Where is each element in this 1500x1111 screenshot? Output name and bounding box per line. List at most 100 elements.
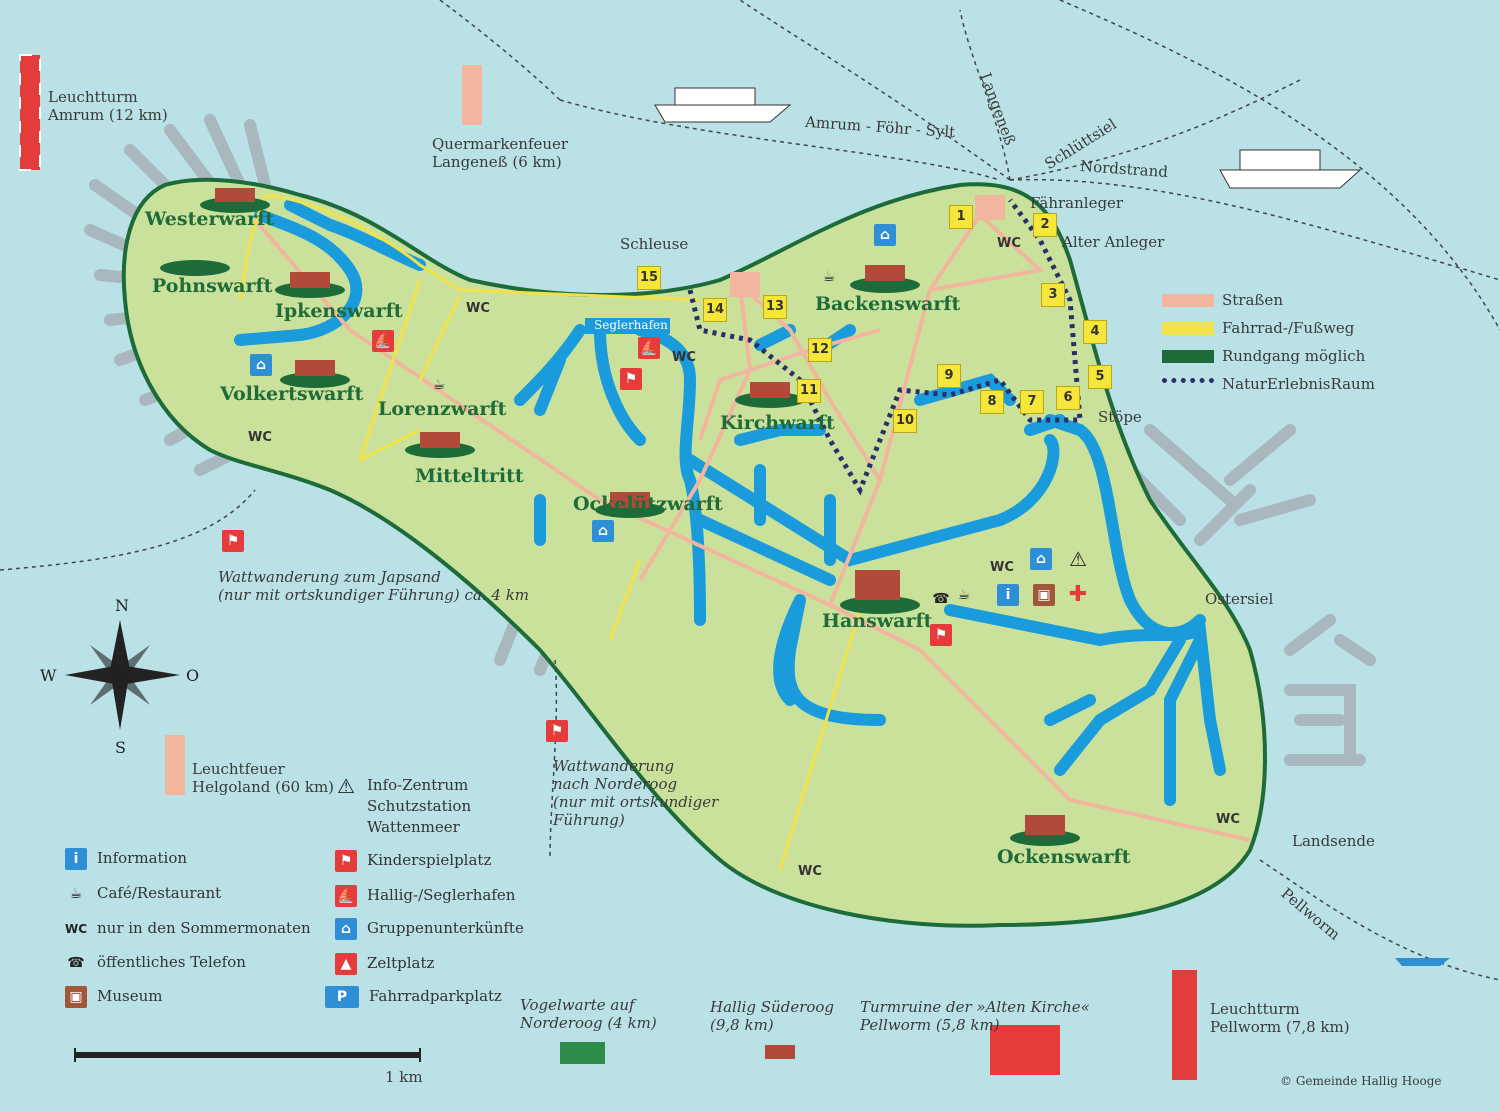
walking-tour-icon: ⚑ [222,530,244,552]
station-6: 6 [1056,386,1080,410]
legend-swatch-natur [1162,378,1214,383]
station-4: 4 [1083,320,1107,344]
label-faehranleger: Fähranleger [1030,194,1124,212]
turmruine-icon [990,1025,1060,1075]
info-center-icon: ⚠ [337,774,355,798]
station-10: 10 [893,409,917,433]
label-seglerhafen: Seglerhafen [594,318,668,332]
station-1: 1 [949,205,973,229]
station-13: 13 [763,295,787,319]
station-2: 2 [1033,213,1057,237]
station-15: 15 [637,266,661,290]
legend-item-cafe: ☕Café/Restaurant [65,883,222,905]
scale-label: 1 km [385,1068,423,1086]
warft-mitteltritt: Mitteltritt [415,465,524,487]
label-wattwanderung-japsand: Wattwanderung zum Japsand (nur mit ortsk… [218,568,530,604]
ferry-ship-icon [1219,149,1362,189]
label-wattwanderung-norderoog: Wattwanderung nach Norderoog (nur mit or… [553,757,719,829]
warft-westerwarft: Westerwarft [145,208,275,230]
compass-rose-icon [65,620,180,730]
faehranleger-pier [975,195,1005,220]
lighthouse-amrum-icon [19,54,41,171]
label-suederoog: Hallig Süderoog (9,8 km) [710,998,835,1034]
label-ostersiel: Ostersiel [1205,590,1274,608]
group-lodging-icon: ⌂ [874,224,896,246]
small-boat-icon [1395,958,1450,966]
legend-item-gruppenunterkuenfte: ⌂Gruppenunterkünfte [335,918,524,940]
legend-rundgang: Rundgang möglich [1222,347,1366,365]
legend-item-info-zentrum: ⚠Info-Zentrum Schutzstation Wattenmeer [335,775,471,838]
compass-west: W [40,666,57,685]
compass-north: N [115,596,129,615]
cafe-icon: ☕ [69,886,83,902]
label-landsende: Landsende [1292,832,1375,850]
wc-marker: WC [990,560,1014,575]
first-aid-icon: ✚ [1068,582,1088,607]
label-schleuse: Schleuse [620,235,689,253]
warft-ockeluetzwarft: Ockelützwarft [573,493,723,515]
telephone-icon: ☎ [932,591,950,607]
warft-lorenzwarft: Lorenzwarft [378,398,507,420]
ferry-ship-icon [654,87,792,123]
wc-marker: WC [997,236,1021,251]
walking-tour-icon: ⚑ [546,720,568,742]
harbour-icon: ⛵ [372,330,394,352]
compass-east: O [186,666,200,685]
footpaths [238,193,862,871]
label-leuchtturm-amrum: Leuchtturm Amrum (12 km) [48,88,168,124]
warft-pohnswarft: Pohnswarft [152,275,273,297]
legend-strassen: Straßen [1222,291,1283,309]
warft-houses [215,188,1065,835]
station-11: 11 [797,379,821,403]
lighthouse-langeness-icon [462,65,482,125]
legend-fahrrad: Fahrrad-/Fußweg [1222,319,1355,337]
legend-item-zeltplatz: ▲Zeltplatz [335,953,434,975]
roads [253,213,1251,842]
playground-icon: ⚑ [930,624,952,646]
legend-item-telefon: ☎öffentliches Telefon [65,952,246,974]
warft-kirchwarft: Kirchwarft [720,412,835,434]
seglerhafen-basin [585,318,670,334]
cafe-icon: ☕ [957,587,971,603]
station-8: 8 [980,390,1004,414]
group-lodging-icon: ⌂ [335,918,357,940]
telephone-icon: ☎ [67,955,85,971]
label-alter-anleger: Alter Anleger [1062,233,1165,251]
label-quermarkenfeuer-langeness: Quermarkenfeuer Langeneß (6 km) [432,135,569,171]
label-leuchtfeuer-helgoland: Leuchtfeuer Helgoland (60 km) [192,760,335,796]
warft-ipkenswarft: Ipkenswarft [275,300,403,322]
station-12: 12 [808,338,832,362]
wc-marker: WC [672,350,696,365]
info-icon: i [65,848,87,870]
warft-hanswarft: Hanswarft [822,610,933,632]
station-7: 7 [1020,390,1044,414]
wc-icon: WC [65,922,88,936]
warft-ockenswarft: Ockenswarft [997,846,1131,868]
harbour-icon: ⛵ [335,885,357,907]
label-turmruine: Turmruine der »Alten Kirche« Pellworm (5… [860,998,1090,1034]
station-3: 3 [1041,283,1065,307]
legend-item-seglerhafen: ⛵Hallig-/Seglerhafen [335,885,515,907]
wc-marker: WC [466,301,490,316]
ferry-routes [0,0,1500,981]
wc-marker: WC [248,430,272,445]
bike-parking-icon: P [325,986,359,1008]
legend-swatch-strassen [1162,294,1214,307]
wc-marker: WC [798,864,822,879]
copyright: © Gemeinde Hallig Hooge [1280,1074,1442,1088]
cafe-icon: ☕ [432,377,446,393]
legend-swatch-rundgang [1162,350,1214,363]
label-leuchtturm-pellworm: Leuchtturm Pellworm (7,8 km) [1210,1000,1350,1036]
warft-backenswarft: Backenswarft [815,293,961,315]
water-channels [234,199,1226,806]
norderoog-hut-icon [560,1042,605,1064]
wc-marker: WC [1216,812,1240,827]
station-9: 9 [937,364,961,388]
station-5: 5 [1088,365,1112,389]
suederoog-house-icon [765,1045,795,1059]
cafe-icon: ☕ [822,269,836,285]
